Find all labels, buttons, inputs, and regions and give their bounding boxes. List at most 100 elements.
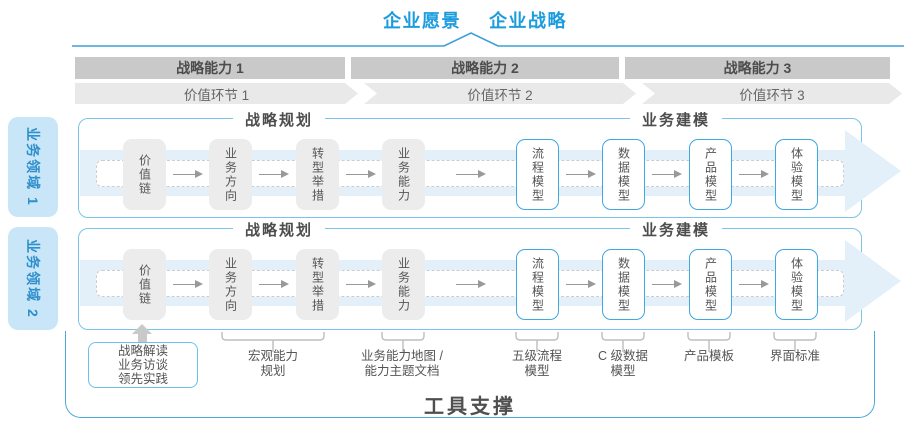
step-arrow xyxy=(652,280,682,289)
step-arrow-head xyxy=(761,170,769,178)
step-arrow-line xyxy=(652,174,674,175)
flow-box-label: 业务方向 xyxy=(223,256,238,313)
flow-box-business-direction: 业务方向 xyxy=(209,139,252,210)
flow-box-label: 业务能力 xyxy=(396,146,411,203)
flow-box-value-chain: 价值链 xyxy=(123,139,166,210)
step-arrow xyxy=(456,280,486,289)
step-arrow-head xyxy=(281,170,289,178)
step-arrow xyxy=(456,170,486,179)
flow-box-label: 数据模型 xyxy=(616,256,631,313)
value-chevron-2: 价值环节 2 xyxy=(364,83,636,104)
step-arrow-line xyxy=(566,284,588,285)
value-chevron-3-label: 价值环节 3 xyxy=(739,87,805,103)
step-arrow-head xyxy=(588,280,596,288)
practice-up-arrow-head xyxy=(132,324,152,334)
flow-box-value-chain: 价值链 xyxy=(123,249,166,320)
step-arrow-line xyxy=(566,174,588,175)
step-arrow-head xyxy=(674,170,682,178)
flow-box-data-model: 数据模型 xyxy=(602,139,645,210)
value-chevron-1-label: 价值环节 1 xyxy=(183,87,250,103)
step-arrow-head xyxy=(368,280,376,288)
step-arrow-line xyxy=(346,284,368,285)
step-arrow-head xyxy=(674,280,682,288)
practice-up-arrow-shaft xyxy=(137,333,147,343)
step-arrow-line xyxy=(456,174,478,175)
note-process-model: 五级流程 模型 xyxy=(511,349,562,378)
step-arrow-line xyxy=(739,174,761,175)
note-macro-capability: 宏观能力 规划 xyxy=(247,349,298,378)
step-arrow-line xyxy=(259,174,281,175)
step-arrow-head xyxy=(195,170,203,178)
domain-label-1: 业务领域 1 xyxy=(8,117,58,217)
flow-box-business-capability: 业务能力 xyxy=(382,249,425,320)
flow-box-label: 产品模型 xyxy=(703,146,718,203)
flow-box-process-model: 流程模型 xyxy=(516,249,559,320)
step-arrow xyxy=(259,170,289,179)
step-arrow xyxy=(259,280,289,289)
step-arrow-line xyxy=(346,174,368,175)
note-ui-standard: 界面标准 xyxy=(769,349,820,363)
value-chevron-2-label: 价值环节 2 xyxy=(467,87,533,103)
flow-box-label: 体验模型 xyxy=(789,146,804,203)
domain-label-1-text: 业务领域 1 xyxy=(25,127,41,207)
step-arrow-head xyxy=(478,280,486,288)
capability-band-1-label: 战略能力 1 xyxy=(176,60,244,76)
flow-box-label: 流程模型 xyxy=(530,256,545,313)
practice-note-box: 战略解读 业务访谈 领先实践 xyxy=(88,342,198,388)
step-arrow-head xyxy=(281,280,289,288)
tool-support-title: 工具支撑 xyxy=(424,396,516,418)
step-arrow xyxy=(173,280,203,289)
flow-box-label: 业务方向 xyxy=(223,146,238,203)
flow-box-label: 价值链 xyxy=(137,153,152,196)
capability-band-3-label: 战略能力 3 xyxy=(723,60,792,76)
step-arrow-line xyxy=(652,284,674,285)
step-arrow xyxy=(566,280,596,289)
note-product-template: 产品模板 xyxy=(683,349,734,363)
step-arrow xyxy=(739,170,769,179)
enterprise-vision-title: 企业愿景 xyxy=(383,11,461,31)
value-chevron-3: 价值环节 3 xyxy=(642,83,902,104)
flow-box-transformation: 转型举措 xyxy=(296,139,339,210)
step-arrow xyxy=(346,280,376,289)
step-arrow-head xyxy=(761,280,769,288)
section-label-modeling: 业务建模 xyxy=(629,219,723,240)
flow-box-label: 转型举措 xyxy=(310,256,325,313)
note-capability-map: 业务能力地图 / 能力主题文档 xyxy=(361,349,443,378)
step-arrow xyxy=(346,170,376,179)
flow-arrow-head xyxy=(845,240,901,322)
step-arrow-line xyxy=(259,284,281,285)
section-label-planning: 战略规划 xyxy=(232,219,326,240)
vision-connector-line xyxy=(72,32,904,47)
flow-box-experience-model: 体验模型 xyxy=(775,139,818,210)
flow-box-label: 价值链 xyxy=(137,263,152,306)
flow-box-label: 业务能力 xyxy=(396,256,411,313)
step-arrow-line xyxy=(173,174,195,175)
step-arrow-head xyxy=(368,170,376,178)
step-arrow xyxy=(652,170,682,179)
domain-row-2: 战略规划 业务建模 价值链 业务方向 转型举措 业务能力 流程模型 数据模型 产… xyxy=(78,219,901,330)
step-arrow xyxy=(566,170,596,179)
tool-support-container xyxy=(65,331,875,418)
capability-band-1: 战略能力 1 xyxy=(75,57,345,79)
step-arrow-line xyxy=(173,284,195,285)
flow-arrow-head xyxy=(845,130,901,212)
step-arrow-head xyxy=(478,170,486,178)
flow-box-data-model: 数据模型 xyxy=(602,249,645,320)
step-arrow-head xyxy=(195,280,203,288)
note-data-model: C 级数据 模型 xyxy=(597,349,648,378)
domain-label-2: 业务领域 2 xyxy=(8,227,58,330)
flow-box-process-model: 流程模型 xyxy=(516,139,559,210)
value-chevron-1: 价值环节 1 xyxy=(75,83,358,104)
step-arrow-head xyxy=(588,170,596,178)
enterprise-title-row: 企业愿景 企业战略 xyxy=(20,7,910,33)
domain-label-2-text: 业务领域 2 xyxy=(25,238,41,319)
flow-box-label: 数据模型 xyxy=(616,146,631,203)
flow-box-label: 体验模型 xyxy=(789,256,804,313)
step-arrow xyxy=(739,280,769,289)
flow-box-product-model: 产品模型 xyxy=(689,139,732,210)
flow-box-transformation: 转型举措 xyxy=(296,249,339,320)
section-label-modeling: 业务建模 xyxy=(629,109,723,130)
step-arrow-line xyxy=(739,284,761,285)
flow-box-business-capability: 业务能力 xyxy=(382,139,425,210)
